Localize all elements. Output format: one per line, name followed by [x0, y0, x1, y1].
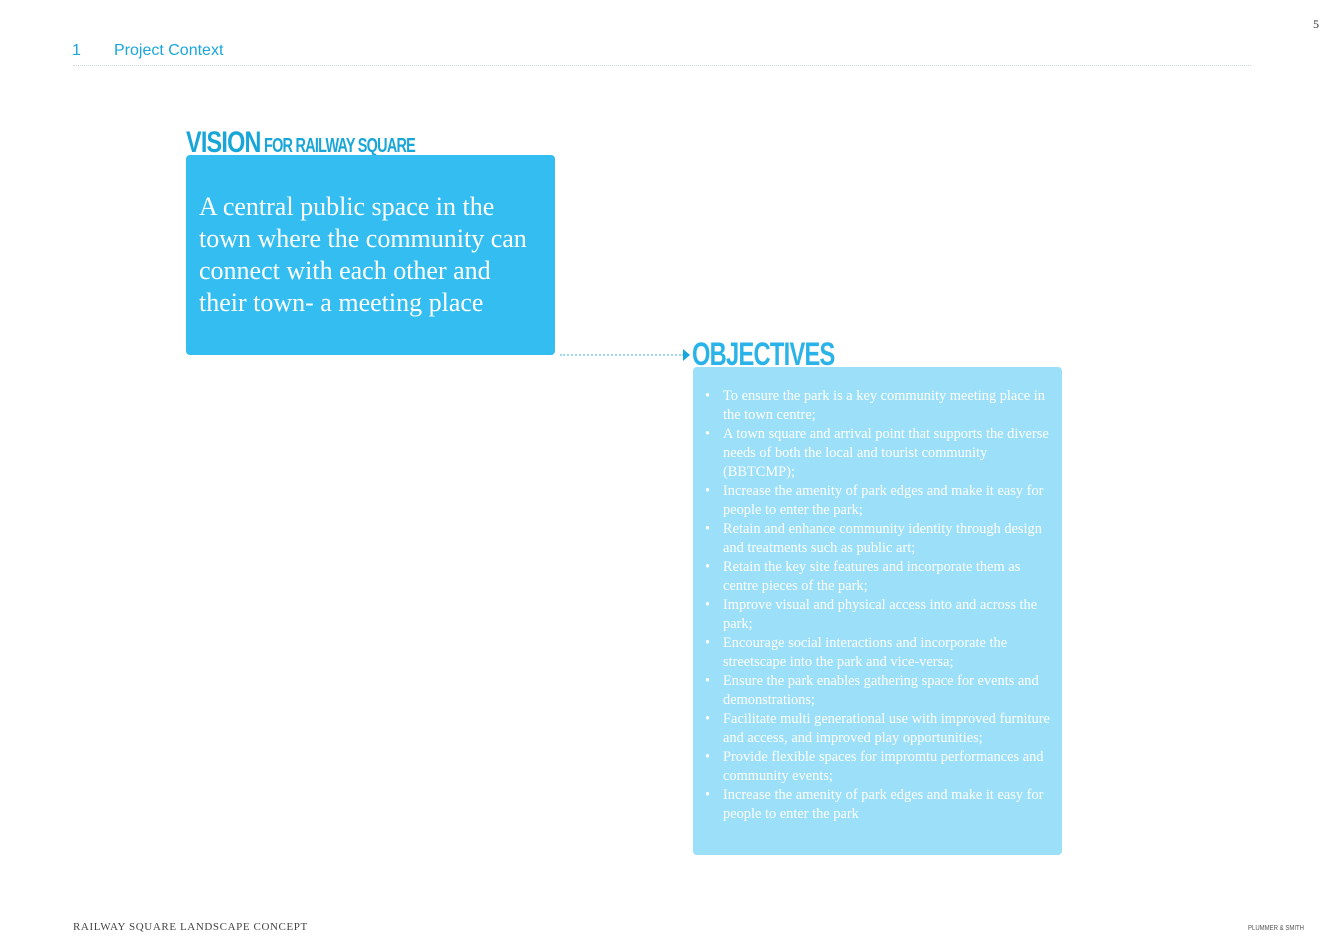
- objective-text: Increase the amenity of park edges and m…: [723, 483, 1044, 518]
- objectives-box: • To ensure the park is a key community m…: [693, 367, 1062, 855]
- vision-statement: A central public space in the town where…: [199, 192, 527, 317]
- objective-text: Encourage social interactions and incorp…: [723, 635, 1008, 670]
- bullet-icon: •: [705, 483, 711, 499]
- page-number: 5: [1313, 17, 1319, 31]
- section-title: Project Context: [114, 42, 224, 59]
- header-divider: [73, 65, 1251, 66]
- bullet-icon: •: [705, 597, 711, 613]
- objective-text: Ensure the park enables gathering space …: [723, 673, 1039, 708]
- objectives-heading: OBJECTIVES: [692, 336, 835, 372]
- bullet-icon: •: [705, 711, 711, 727]
- objective-item: • Increase the amenity of park edges and …: [703, 482, 1050, 520]
- footer-document-title: RAILWAY SQUARE LANDSCAPE CONCEPT: [73, 921, 308, 933]
- bullet-icon: •: [705, 749, 711, 765]
- vision-heading: VISION FOR RAILWAY SQUARE: [186, 126, 474, 160]
- arrow-right-icon: [683, 349, 690, 361]
- vision-heading-main: VISION: [186, 126, 261, 159]
- objective-text: Retain the key site features and incorpo…: [723, 559, 1021, 594]
- objective-text: Retain and enhance community identity th…: [723, 521, 1042, 556]
- vision-statement-box: A central public space in the town where…: [186, 155, 555, 355]
- bullet-icon: •: [705, 559, 711, 575]
- objective-item: • Retain and enhance community identity t…: [703, 520, 1050, 558]
- objective-text: A town square and arrival point that sup…: [723, 426, 1049, 480]
- objective-text: Improve visual and physical access into …: [723, 597, 1038, 632]
- objectives-list: • To ensure the park is a key community m…: [703, 387, 1050, 824]
- objective-item: • Increase the amenity of park edges and …: [703, 786, 1050, 824]
- bullet-icon: •: [705, 787, 711, 803]
- objective-item: • Ensure the park enables gathering space…: [703, 672, 1050, 710]
- dotted-connector: [560, 354, 684, 356]
- objective-item: • Improve visual and physical access into…: [703, 596, 1050, 634]
- bullet-icon: •: [705, 673, 711, 689]
- section-number: 1: [72, 42, 81, 59]
- objective-item: • Encourage social interactions and incor…: [703, 634, 1050, 672]
- objective-text: Increase the amenity of park edges and m…: [723, 787, 1044, 822]
- bullet-icon: •: [705, 388, 711, 404]
- bullet-icon: •: [705, 426, 711, 442]
- bullet-icon: •: [705, 521, 711, 537]
- objective-text: Facilitate multi generational use with i…: [723, 711, 1050, 746]
- objective-item: • Retain the key site features and incorp…: [703, 558, 1050, 596]
- objective-item: • Facilitate multi generational use with …: [703, 710, 1050, 748]
- objective-item: • Provide flexible spaces for impromtu pe…: [703, 748, 1050, 786]
- section-header: 1 Project Context: [72, 42, 223, 60]
- objective-item: • A town square and arrival point that su…: [703, 425, 1050, 482]
- vision-heading-sub: FOR RAILWAY SQUARE: [264, 135, 416, 157]
- footer-author: PLUMMER & SMITH: [1248, 923, 1305, 932]
- objective-text: To ensure the park is a key community me…: [723, 388, 1045, 423]
- objective-item: • To ensure the park is a key community m…: [703, 387, 1050, 425]
- bullet-icon: •: [705, 635, 711, 651]
- objective-text: Provide flexible spaces for impromtu per…: [723, 749, 1044, 784]
